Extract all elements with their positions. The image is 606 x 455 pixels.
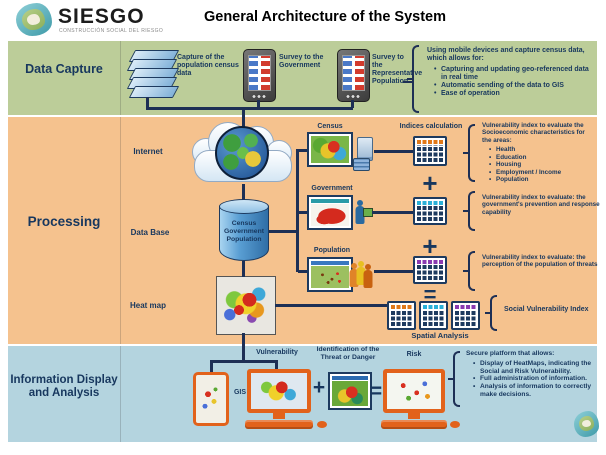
heatmap-image — [216, 276, 276, 335]
connector — [210, 360, 278, 363]
spatial-table-icon — [387, 301, 416, 330]
server-icon — [353, 137, 373, 171]
band-label-information-display: Information Display and Analysis — [10, 374, 118, 400]
social-vulnerability-index-label: Social Vulnerability Index — [504, 306, 589, 313]
government-map-icon — [307, 195, 353, 230]
survey-population-tablet-icon — [337, 49, 370, 102]
band-label-data-capture: Data Capture — [25, 62, 103, 76]
display-note-brace — [448, 351, 460, 407]
connector — [242, 261, 245, 277]
connector — [242, 107, 245, 128]
survey-government-label: Survey to the Government — [279, 54, 324, 70]
population-map-icon — [307, 257, 353, 292]
heatmap-label: Heat map — [129, 301, 166, 310]
logo-tagline: CONSTRUCCIÓN SOCIAL DEL RIESGO — [59, 28, 164, 34]
gis-label: GIS — [233, 389, 247, 396]
census-capture-label: Capture of the population census data — [177, 54, 239, 78]
risk-monitor-icon — [381, 369, 447, 433]
capture-note-brace — [407, 45, 419, 113]
connector — [403, 81, 412, 83]
logo-mark-mid — [579, 416, 594, 431]
header: SIESGO CONSTRUCCIÓN SOCIAL DEL RIESGO Ge… — [0, 0, 606, 41]
internet-cloud-icon — [190, 120, 294, 184]
siesgo-logo-mark — [574, 411, 599, 437]
database-label: Data Base — [130, 228, 170, 237]
person-icon — [355, 198, 373, 228]
equals-operator: = — [423, 282, 437, 307]
display-note: Secure platform that allows: Display of … — [466, 350, 598, 399]
connector — [257, 100, 260, 108]
population-note-brace — [463, 251, 475, 291]
survey-government-tablet-icon — [243, 49, 276, 102]
logo-blob-core — [27, 14, 40, 25]
display-note-bullets: Display of HeatMaps, indicating the Soci… — [466, 360, 598, 399]
spatial-table-icon — [451, 301, 480, 330]
population-note: Vulnerability index to evaluate: the per… — [482, 254, 598, 269]
connector — [210, 360, 213, 373]
indices-table-population-icon — [413, 256, 447, 284]
spatial-table-icon — [419, 301, 448, 330]
connector — [298, 149, 307, 152]
mouse-icon — [317, 421, 327, 428]
logo-name: SIESGO — [58, 5, 145, 28]
threat-map-icon — [328, 372, 372, 410]
siesgo-logo-icon — [16, 3, 52, 36]
people-icon — [349, 261, 373, 289]
plus-operator: + — [422, 168, 438, 198]
plus-operator: + — [422, 231, 438, 261]
indices-table-government-icon — [413, 197, 447, 225]
connector — [146, 97, 149, 108]
connector — [298, 211, 307, 214]
census-documents-icon — [126, 50, 182, 100]
survey-population-label: Survey to the Representative Population — [372, 54, 423, 86]
government-note: Vulnerability index to evaluate: the gov… — [482, 194, 600, 216]
census-note: Vulnerability index to evaluate the Soci… — [482, 122, 596, 184]
equals-operator: = — [369, 380, 383, 403]
risk-label: Risk — [406, 351, 422, 358]
connector — [351, 100, 354, 108]
indices-table-census-icon — [413, 136, 447, 166]
connector — [275, 360, 278, 373]
connector — [269, 230, 297, 233]
globe-icon — [215, 126, 269, 180]
connector — [296, 149, 299, 272]
connector — [242, 333, 245, 362]
mouse-icon — [450, 421, 460, 428]
spatial-analysis-label: Spatial Analysis — [411, 331, 469, 340]
connector — [372, 211, 413, 214]
divider-capture — [120, 41, 121, 115]
connector — [374, 150, 413, 153]
census-row-label: Census — [317, 123, 343, 130]
database-contents: Census Government Population — [223, 220, 265, 243]
internet-label: Internet — [133, 147, 163, 156]
logo-blob-mid — [22, 9, 45, 30]
svi-brace — [485, 295, 497, 331]
identification-label: Identification of the Threat or Danger — [316, 346, 380, 361]
government-row-label: Government — [311, 185, 353, 192]
divider-display — [120, 346, 121, 442]
logo-mark-core — [582, 420, 591, 427]
government-note-brace — [463, 191, 475, 231]
connector — [275, 304, 387, 307]
divider-processing — [120, 117, 121, 344]
vulnerability-label: Vulnerability — [256, 349, 298, 356]
connector — [242, 184, 245, 200]
gis-monitor-icon — [245, 369, 313, 433]
page-title: General Architecture of the System — [203, 9, 446, 25]
database-cylinder-icon: Census Government Population — [219, 199, 269, 262]
census-note-bullets: Health Education Housing Employment / In… — [482, 146, 596, 184]
capture-note-bullets: Capturing and updating geo-referenced da… — [427, 66, 595, 99]
connector — [298, 270, 307, 273]
census-note-brace — [463, 124, 475, 182]
band-label-processing: Processing — [27, 214, 101, 229]
census-map-icon — [307, 132, 353, 167]
indices-calculation-label: Indices calculation — [399, 123, 463, 130]
capture-note: Using mobile devices and capture census … — [427, 47, 595, 99]
gis-tablet-icon — [193, 372, 229, 426]
population-row-label: Population — [313, 247, 351, 254]
connector — [146, 107, 353, 110]
connector — [374, 270, 413, 273]
plus-operator: + — [312, 376, 326, 399]
